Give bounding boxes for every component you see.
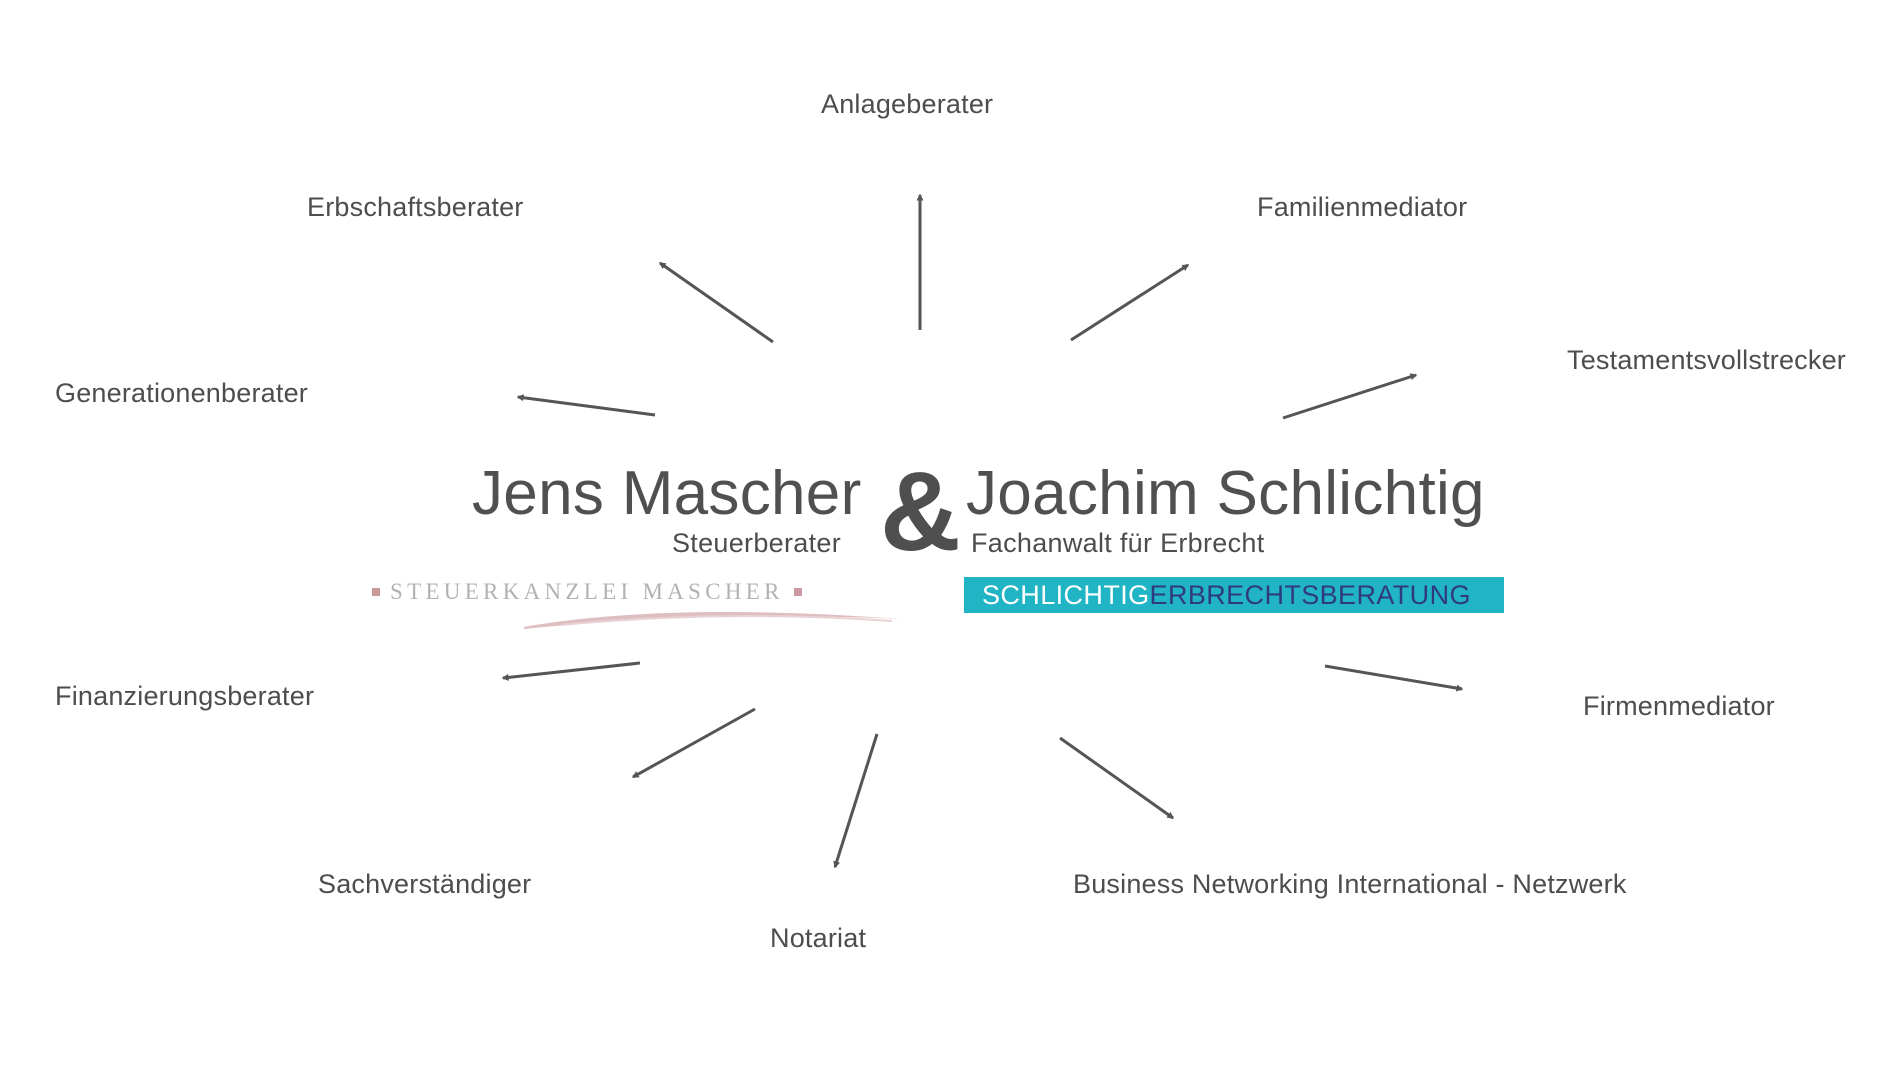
arrow-to-familienmediator [1070,263,1190,342]
node-label-anlageberater: Anlageberater [821,89,994,119]
node-label-testamentsvollstrecker: Testamentsvollstrecker [1567,345,1846,375]
arrow-to-testamentsvollstrecker [1282,373,1418,420]
logo-wordmark: STEUERKANZLEI MASCHER [390,579,784,604]
arrow-to-generationenberater [516,394,656,417]
right-person-name: Joachim Schlichtig [966,459,1485,528]
logo-square-right [793,588,802,596]
left-person-name: Jens Mascher [472,459,862,528]
arrow-to-notariat [833,733,879,869]
right-person-role: Fachanwalt für Erbrecht [971,528,1265,558]
arrow-to-finanzierungsberater [501,661,641,681]
arrow-to-bni-netzwerk [1059,736,1175,820]
node-label-sachverstaendiger: Sachverständiger [318,869,532,899]
logo-swoosh [524,612,900,629]
node-label-firmenmediator: Firmenmediator [1583,691,1775,721]
node-label-erbschaftsberater: Erbschaftsberater [307,192,524,222]
arrow-to-firmenmediator [1324,664,1464,692]
node-label-generationenberater: Generationenberater [55,378,308,408]
ampersand: & [880,449,961,574]
arrow-to-sachverstaendiger [631,707,756,779]
node-label-notariat: Notariat [770,923,867,953]
left-person-role: Steuerberater [672,528,841,558]
node-label-familienmediator: Familienmediator [1257,192,1468,222]
badge-text-schlichtig: SCHLICHTIG [982,579,1150,610]
node-label-bni-netzwerk: Business Networking International - Netz… [1073,869,1627,899]
logo-square-left [372,588,380,596]
arrow-to-erbschaftsberater [658,261,774,344]
badge-text-erbrechtsberatung: ERBRECHTSBERATUNG [1149,579,1471,610]
node-label-finanzierungsberater: Finanzierungsberater [55,681,315,711]
